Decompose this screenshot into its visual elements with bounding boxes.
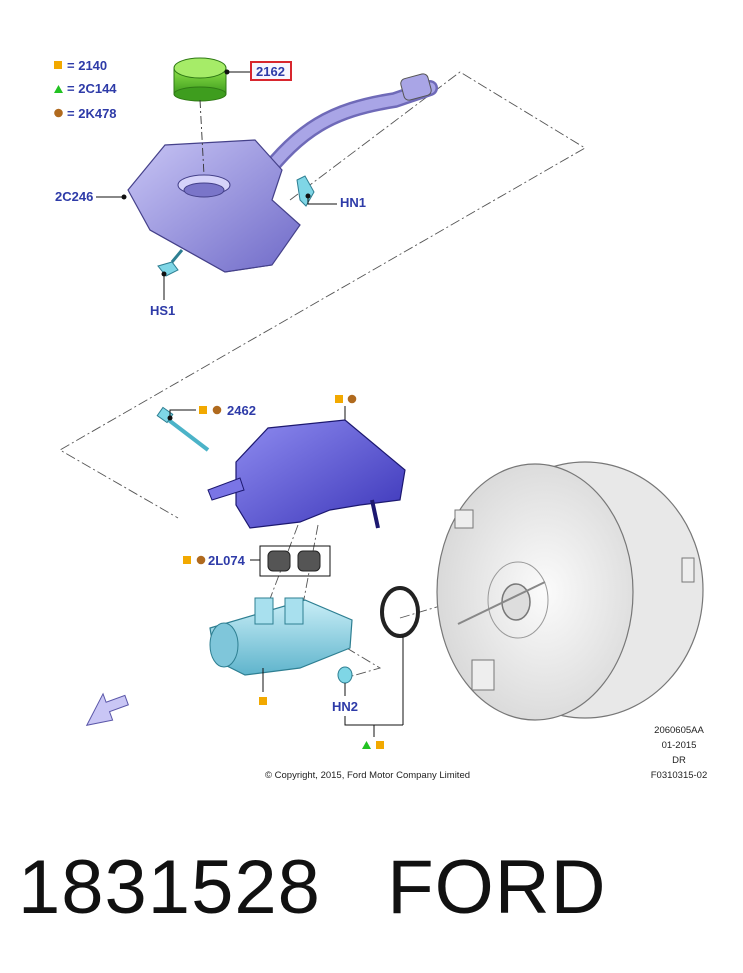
- brand-name: FORD: [387, 845, 607, 930]
- legend-item-2140: = 2140: [54, 58, 107, 73]
- screw-hs1-icon: HS1: [150, 249, 184, 318]
- seals-part-number: 2L074: [208, 553, 246, 568]
- svg-text:= 2K478: = 2K478: [67, 106, 117, 121]
- cap-callout: 2162: [224, 61, 292, 81]
- bolt-part-number: 2462: [227, 403, 256, 418]
- reservoir-hose-icon: [254, 73, 438, 186]
- legend: = 2140 = 2C144 = 2K478: [54, 58, 117, 121]
- svg-text:= 2C144: = 2C144: [67, 81, 117, 96]
- cap-part-number: 2162: [256, 64, 285, 79]
- product-title: 1831528 FORD: [18, 850, 607, 926]
- stamp-line-2: 01-2015: [662, 740, 697, 751]
- brake-booster-icon: [436, 461, 704, 721]
- cylinder-reservoir-icon: [207, 394, 406, 529]
- part-number: 1831528: [18, 845, 321, 930]
- reservoir-cap-icon: [173, 57, 227, 176]
- reservoir-part-number: 2C246: [55, 189, 93, 204]
- nut-hn2-label: HN2: [332, 699, 358, 714]
- clip-hn1-icon: HN1: [296, 175, 366, 210]
- legend-item-2k478: = 2K478: [54, 106, 117, 121]
- copyright-notice: © Copyright, 2015, Ford Motor Company Li…: [265, 770, 470, 781]
- svg-text:= 2140: = 2140: [67, 58, 107, 73]
- stamp-line-1: 2060605AA: [654, 725, 704, 736]
- screw-hs1-label: HS1: [150, 303, 175, 318]
- stamp-line-4: F0310315-02: [651, 770, 708, 781]
- bolt-icon: 2462: [156, 403, 256, 452]
- stamp-line-3: DR: [672, 755, 686, 766]
- circle-symbol-icon: [54, 108, 63, 118]
- square-symbol-icon: [54, 61, 62, 69]
- reservoir-icon: [127, 139, 301, 273]
- seals-icon: 2L074: [183, 545, 331, 577]
- nut-hn2-icon: HN2: [332, 666, 358, 714]
- front-arrow-icon: [85, 692, 129, 726]
- master-cylinder-icon: [209, 597, 353, 705]
- legend-item-2c144: = 2C144: [54, 81, 117, 96]
- reservoir-callout: 2C246: [55, 189, 127, 204]
- drawing-stamp: 2060605AA 01-2015 DR F0310315-02: [651, 725, 708, 781]
- clip-hn1-label: HN1: [340, 195, 366, 210]
- triangle-symbol-icon: [54, 85, 63, 93]
- o-ring-icon: [344, 586, 420, 749]
- highlight-box: [250, 61, 292, 81]
